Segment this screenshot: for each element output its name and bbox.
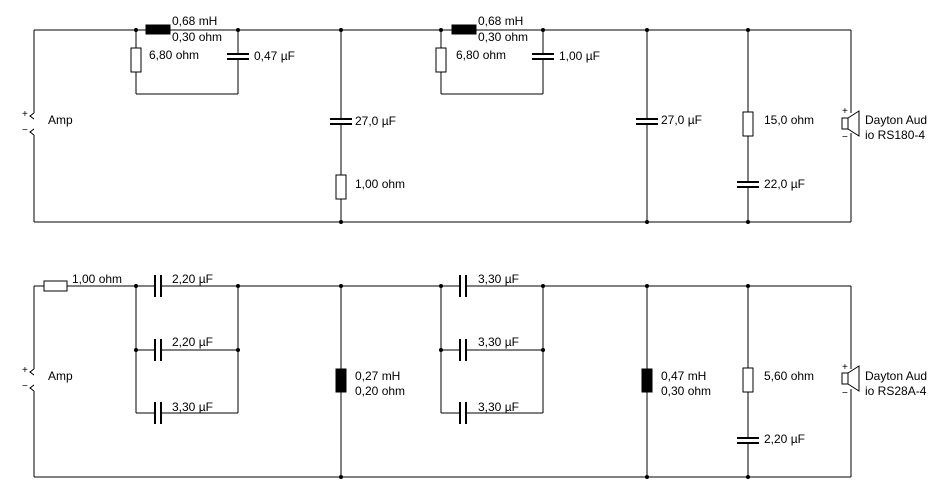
woofer-driver-minus: −: [842, 132, 848, 143]
tweeter-driver-minus: −: [842, 388, 848, 399]
woofer-c1-value: 0,47 µF: [254, 49, 295, 63]
woofer-l2-value: 0,68 mH: [478, 14, 523, 28]
woofer-amp-plus: +: [22, 109, 28, 120]
tweeter-inductor-l2: [641, 368, 653, 393]
tweeter-amp-plus: +: [22, 365, 28, 376]
woofer-speaker-icon: [841, 110, 860, 137]
woofer-inductor-l1: [145, 24, 171, 35]
tweeter-circuit: + − Amp 1,00 ohm 2,20 µF 2,20 µF 3,30 µF: [22, 272, 927, 479]
tweeter-amp-label: Amp: [48, 369, 73, 383]
tweeter-c2-value: 2,20 µF: [172, 335, 213, 349]
woofer-l2-dcr: 0,30 ohm: [478, 30, 528, 44]
tweeter-resistor-r1: [43, 280, 68, 292]
tweeter-amp-minus: −: [22, 381, 28, 392]
tweeter-r1-value: 1,00 ohm: [72, 272, 122, 286]
tweeter-c6-value: 3,30 µF: [478, 400, 519, 414]
tweeter-r2-value: 5,60 ohm: [764, 369, 814, 383]
tweeter-c3-value: 3,30 µF: [172, 400, 213, 414]
woofer-r2-value: 1,00 ohm: [355, 177, 405, 191]
tweeter-driver-name-line2: io RS28A-4: [865, 384, 927, 398]
woofer-inductor-l2: [451, 24, 477, 35]
woofer-r1-value: 6,80 ohm: [149, 48, 199, 62]
woofer-resistor-r4: [742, 111, 754, 137]
woofer-r4-value: 15,0 ohm: [764, 113, 814, 127]
woofer-driver-name-line2: io RS180-4: [865, 128, 925, 142]
woofer-amp-terminals: + − Amp: [22, 109, 73, 136]
tweeter-resistor-r2: [742, 367, 754, 393]
tweeter-c4-value: 3,30 µF: [478, 272, 519, 286]
tweeter-amp-terminals: + − Amp: [22, 365, 73, 392]
tweeter-c5-value: 3,30 µF: [478, 335, 519, 349]
woofer-resistor-r2: [335, 174, 347, 200]
tweeter-l2-value: 0,47 mH: [661, 369, 706, 383]
woofer-resistor-r3: [435, 47, 447, 73]
tweeter-c7-value: 2,20 µF: [764, 432, 805, 446]
tweeter-driver-name-line1: Dayton Aud: [865, 369, 927, 383]
tweeter-l1-value: 0,27 mH: [355, 369, 400, 383]
woofer-resistor-r1: [130, 47, 142, 73]
woofer-c3-value: 1,00 µF: [559, 49, 600, 63]
tweeter-inductor-l1: [335, 368, 347, 393]
woofer-driver-plus: +: [842, 106, 848, 117]
woofer-c4-value: 27,0 µF: [661, 113, 702, 127]
tweeter-l2-dcr: 0,30 ohm: [661, 384, 711, 398]
woofer-r3-value: 6,80 ohm: [456, 48, 506, 62]
woofer-l1-dcr: 0,30 ohm: [172, 30, 222, 44]
woofer-driver-name-line1: Dayton Aud: [865, 113, 927, 127]
tweeter-l1-dcr: 0,20 ohm: [355, 384, 405, 398]
woofer-circuit: + − Amp 0,68 mH 0,30 ohm 6,80 ohm 0,47 µ…: [22, 14, 927, 224]
woofer-c2-value: 27,0 µF: [355, 114, 396, 128]
tweeter-speaker-icon: [841, 365, 860, 392]
tweeter-c1-value: 2,20 µF: [172, 272, 213, 286]
woofer-c5-value: 22,0 µF: [764, 177, 805, 191]
woofer-amp-label: Amp: [48, 113, 73, 127]
woofer-l1-value: 0,68 mH: [172, 14, 217, 28]
woofer-amp-minus: −: [22, 125, 28, 136]
tweeter-driver-plus: +: [842, 362, 848, 373]
